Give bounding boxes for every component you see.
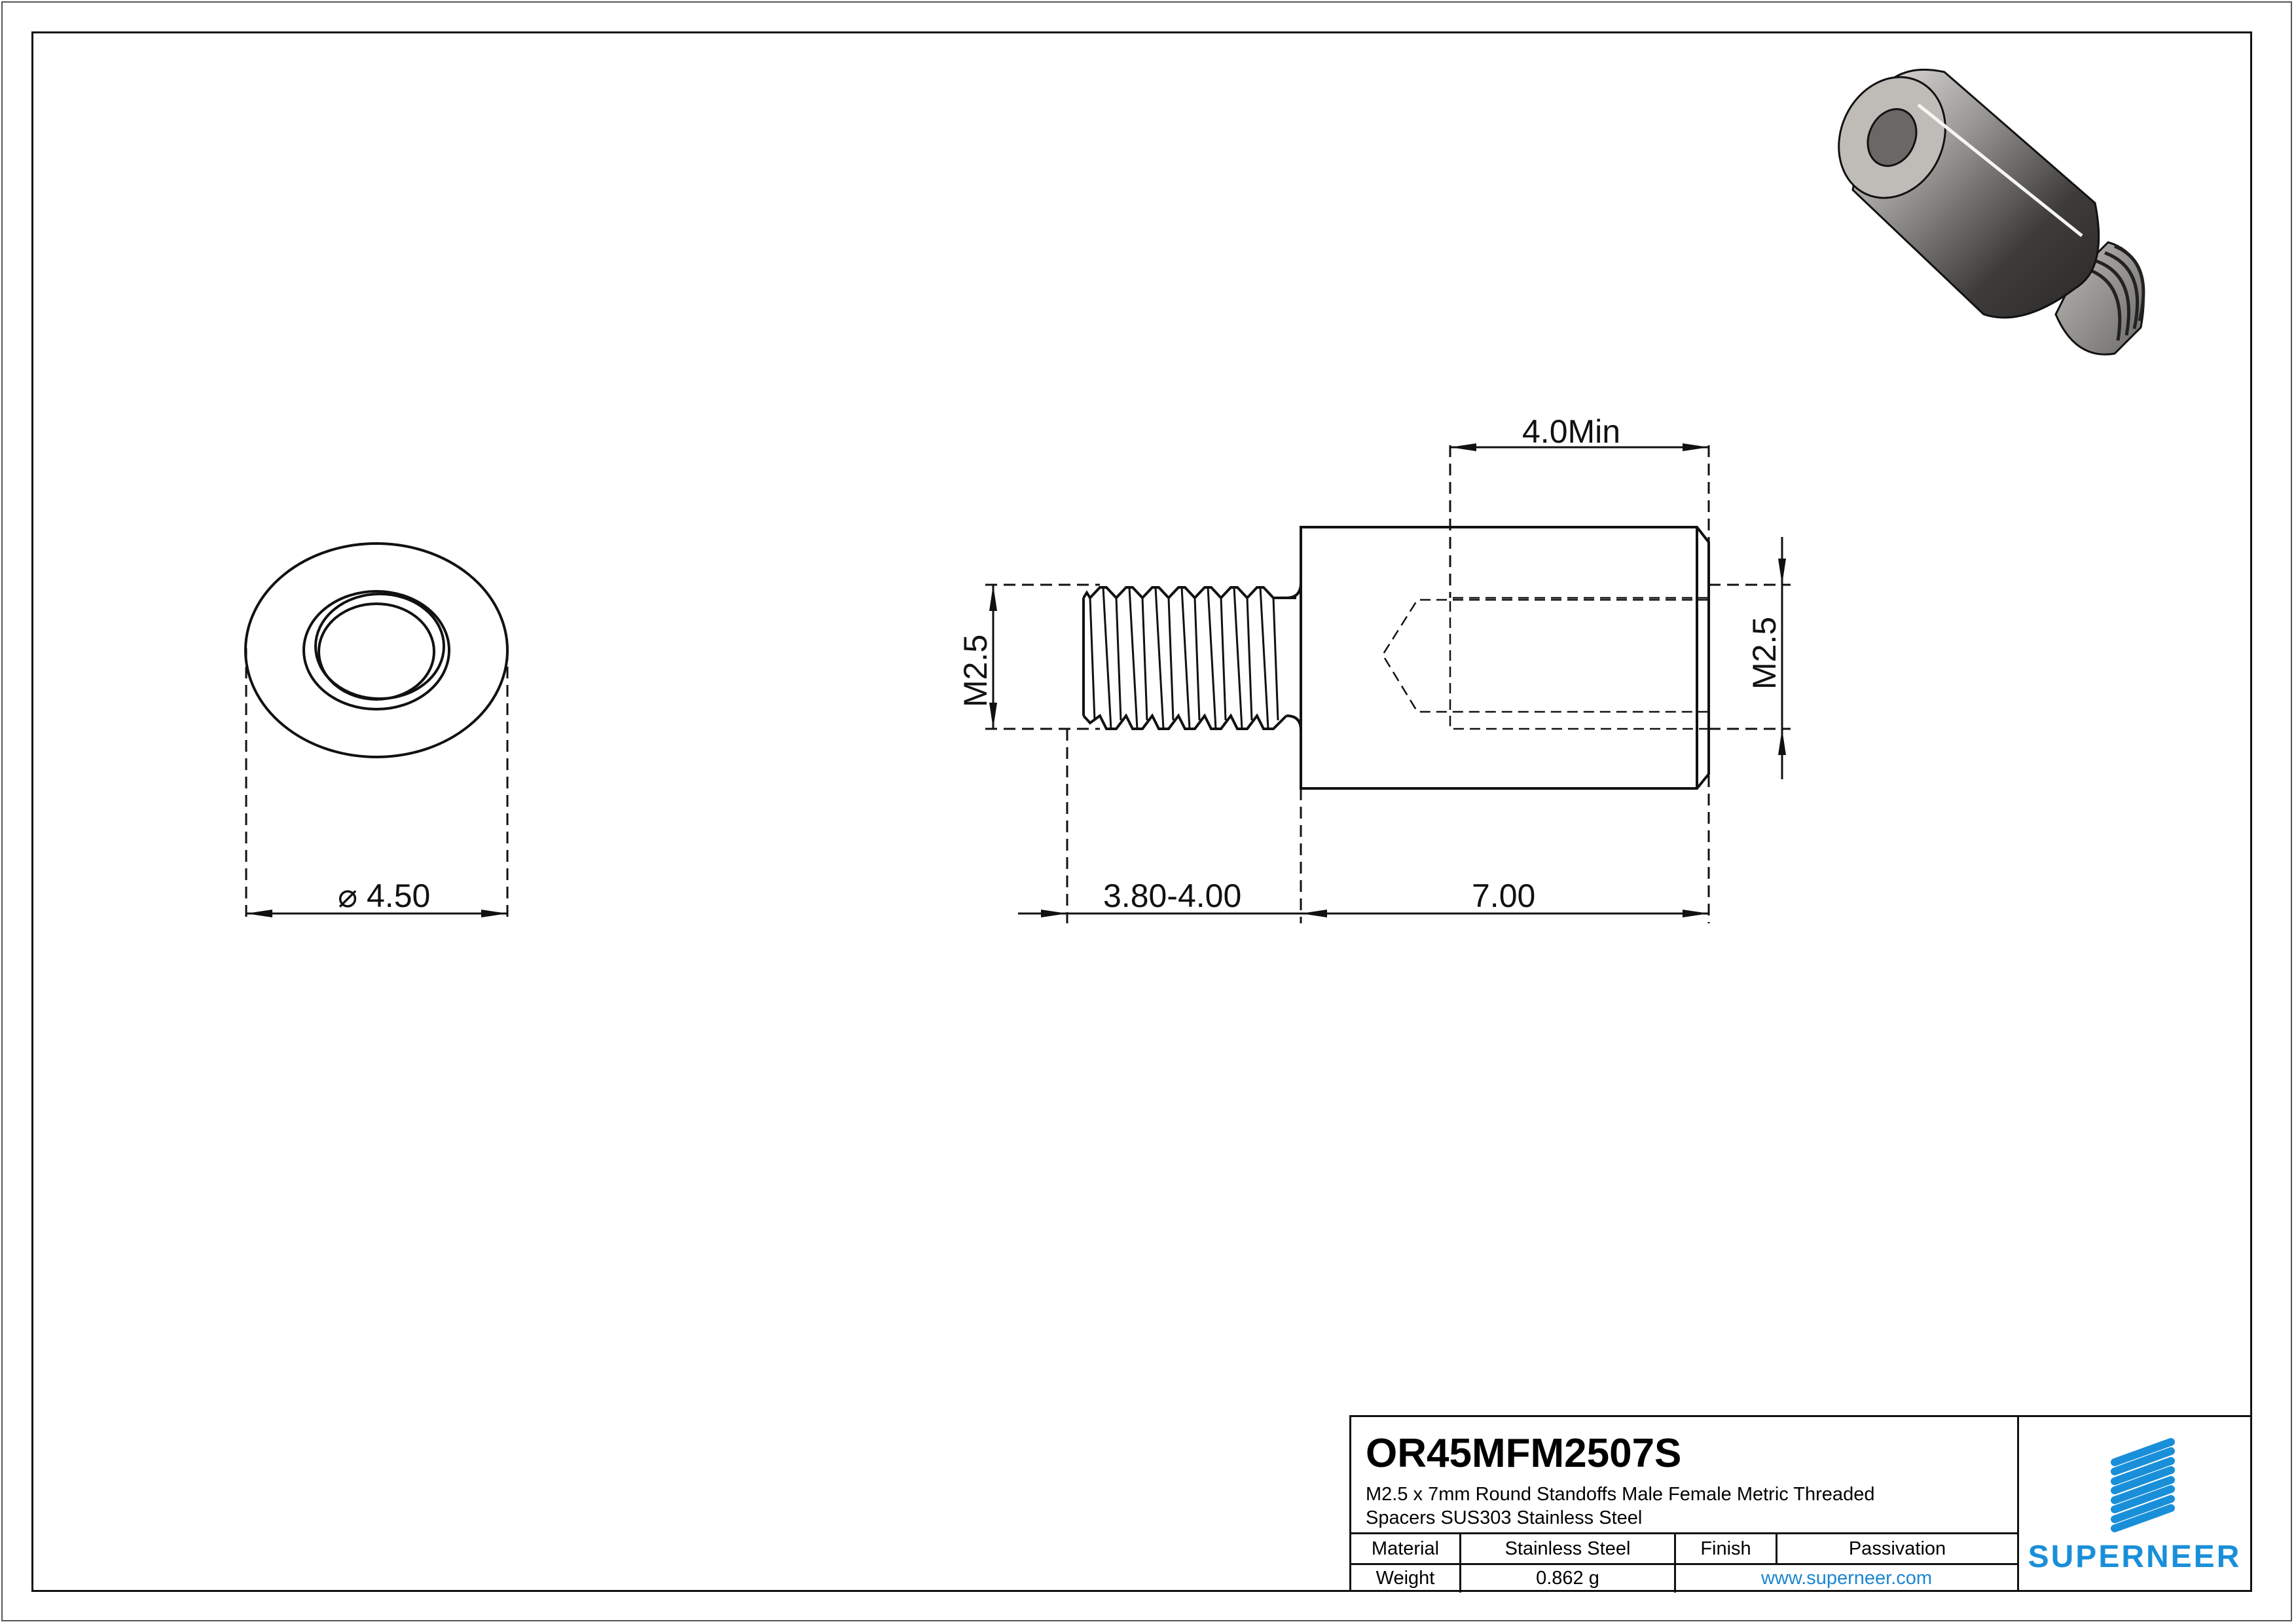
body-length-dimension: 7.00 <box>1472 877 1535 914</box>
female-thread-dimension: M2.5 <box>1746 617 1783 690</box>
standoff-body <box>1838 68 2100 319</box>
male-thread-dimension: M2.5 <box>957 635 994 707</box>
spec-table: Material Stainless Steel Finish Passivat… <box>1351 1532 2017 1593</box>
spec-row-weight: Weight 0.862 g www.superneer.com <box>1351 1564 2017 1593</box>
title-block: OR45MFM2507S M2.5 x 7mm Round Standoffs … <box>1349 1415 2252 1593</box>
part-description: M2.5 x 7mm Round Standoffs Male Female M… <box>1366 1483 2007 1530</box>
finish-value: Passivation <box>1848 1538 1946 1559</box>
diameter-symbol: ⌀ <box>338 877 357 914</box>
male-length-dimension: 3.80-4.00 <box>1103 877 1241 914</box>
weight-value: 0.862 g <box>1461 1564 1676 1593</box>
male-thread-stud <box>2054 241 2145 356</box>
part-number: OR45MFM2507S <box>1366 1431 1682 1476</box>
website-link[interactable]: www.superneer.com <box>1760 1567 1933 1589</box>
superneer-stripes-icon <box>2111 1438 2175 1532</box>
description-line-2: Spacers SUS303 Stainless Steel <box>1366 1507 1643 1528</box>
spec-row-material: Material Stainless Steel Finish Passivat… <box>1351 1534 2017 1565</box>
side-view <box>985 443 1791 923</box>
brand-name: SUPERNEER <box>2028 1540 2242 1574</box>
diameter-dimension: 4.50 <box>367 877 430 914</box>
finish-label: Finish <box>1676 1534 1777 1563</box>
weight-label: Weight <box>1351 1564 1461 1593</box>
drawing-border <box>31 31 2252 1592</box>
material-value: Stainless Steel <box>1461 1534 1676 1563</box>
female-depth-dimension: 4.0Min <box>1522 413 1620 450</box>
material-label: Material <box>1351 1534 1461 1563</box>
isometric-render <box>1838 68 2145 356</box>
description-line-1: M2.5 x 7mm Round Standoffs Male Female M… <box>1366 1484 1875 1505</box>
title-block-info: OR45MFM2507S M2.5 x 7mm Round Standoffs … <box>1351 1417 2019 1593</box>
brand-logo: SUPERNEER <box>2019 1417 2250 1592</box>
front-view <box>244 542 509 923</box>
